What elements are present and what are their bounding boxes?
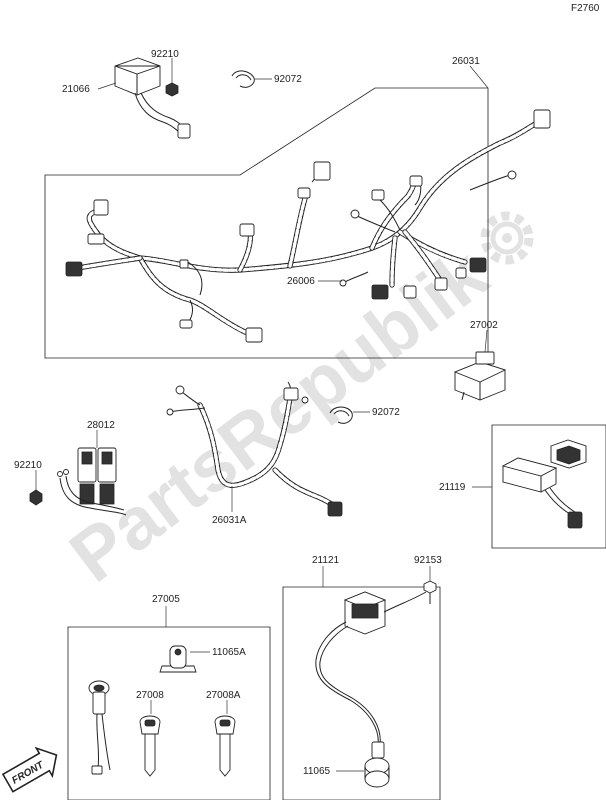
label-92153: 92153: [414, 555, 442, 566]
label-92072-top: 92072: [274, 74, 302, 85]
sub-wire-harness-26031A: [166, 381, 343, 517]
switch-cap-11065A: [159, 645, 197, 673]
ignition-switch-box: [67, 626, 271, 800]
label-92210-left: 92210: [14, 460, 42, 471]
label-27005: 27005: [152, 594, 180, 605]
key-27008: [139, 715, 161, 777]
ignition-coil-21121: [315, 591, 427, 788]
label-27002: 27002: [470, 320, 498, 331]
label-21066: 21066: [62, 84, 90, 95]
label-26006: 26006: [287, 276, 315, 287]
label-92072-mid: 92072: [372, 407, 400, 418]
page-code: F2760: [571, 3, 600, 14]
unit-21119: [501, 439, 587, 529]
label-11065: 11065: [303, 766, 331, 777]
regulator-21066: [114, 57, 191, 139]
main-wire-harness-26031: [65, 109, 551, 343]
front-arrow-icon: FRONT: [1, 746, 58, 793]
relay-27002: [453, 351, 507, 401]
clip-92072-mid: [329, 406, 353, 424]
unit-21119-box: [491, 424, 606, 549]
label-21119: 21119: [439, 482, 466, 493]
label-11065A: 11065A: [212, 647, 246, 658]
key-27008A: [214, 715, 236, 777]
clip-92072-top: [231, 70, 255, 88]
switch-assembly-28012: [57, 447, 127, 516]
ignition-switch-body: [88, 680, 111, 775]
nut-92210-left: [29, 489, 43, 506]
label-27008A: 27008A: [206, 690, 241, 701]
label-26031A: 26031A: [212, 515, 247, 526]
label-27008: 27008: [136, 690, 164, 701]
ignition-coil-box: [282, 586, 441, 800]
label-28012: 28012: [87, 420, 115, 431]
label-26031: 26031: [452, 56, 480, 67]
label-21121: 21121: [312, 555, 340, 566]
gear-icon: [480, 211, 534, 265]
label-92210-top: 92210: [151, 49, 179, 60]
